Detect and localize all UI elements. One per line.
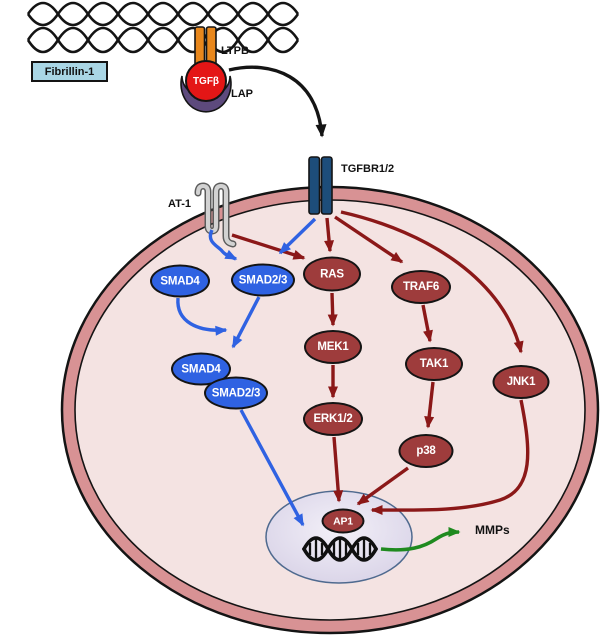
tgfb-label: TGFβ bbox=[192, 75, 220, 87]
arrow-tgfb-to-tgfbr bbox=[228, 65, 327, 138]
node-ras: RAS bbox=[303, 256, 361, 292]
node-traf6: TRAF6 bbox=[391, 270, 451, 304]
ltpb-label: LTPB bbox=[221, 45, 249, 57]
node-jnk1: JNK1 bbox=[492, 365, 550, 399]
arrow-at1-to-smad23 bbox=[208, 229, 238, 261]
fibrillin-label: Fibrillin-1 bbox=[44, 65, 95, 78]
node-mek1: MEK1 bbox=[304, 330, 362, 364]
node-smad23-complex: SMAD2/3 bbox=[204, 376, 268, 410]
node-ap1: AP1 bbox=[321, 508, 365, 534]
arrow-smad23-to-complex bbox=[231, 296, 261, 349]
fibrillin-fibers bbox=[26, 1, 300, 54]
fibrillin-label-box: Fibrillin-1 bbox=[31, 61, 108, 82]
arrow-tgfbr-to-traf6 bbox=[334, 215, 404, 264]
arrow-ras-to-mek1 bbox=[327, 292, 338, 327]
tgfbr-receptor-shape bbox=[308, 156, 333, 215]
lap-label: LAP bbox=[231, 88, 253, 100]
dna-icon bbox=[302, 536, 378, 562]
node-erk12: ERK1/2 bbox=[303, 402, 363, 436]
arrow-smad4-to-complex bbox=[176, 297, 228, 336]
arrow-complex-to-nucleus bbox=[239, 409, 305, 527]
arrow-at1-to-ras bbox=[231, 233, 306, 260]
arrow-tak1-to-p38 bbox=[424, 381, 435, 429]
node-smad4-upper: SMAD4 bbox=[150, 264, 210, 298]
arrow-dna-to-mmps bbox=[380, 527, 461, 552]
tgfb-ligand: TGFβ bbox=[185, 60, 227, 102]
arrow-tgfbr-to-jnk1 bbox=[340, 210, 524, 354]
tgfbr-label: TGFBR1/2 bbox=[341, 163, 395, 175]
arrow-erk12-to-ap1 bbox=[332, 436, 344, 503]
arrow-tgfbr-to-smad23 bbox=[278, 217, 317, 255]
node-tak1: TAK1 bbox=[405, 347, 463, 381]
node-p38: p38 bbox=[398, 434, 454, 468]
node-smad23-upper: SMAD2/3 bbox=[231, 263, 295, 297]
arrow-traf6-to-tak1 bbox=[421, 304, 433, 343]
mmps-label: MMPs bbox=[475, 523, 510, 537]
at1-receptor-shape bbox=[194, 182, 237, 248]
arrow-p38-to-ap1 bbox=[356, 466, 409, 506]
arrow-jnk1-to-ap1 bbox=[370, 399, 530, 516]
arrow-tgfbr-to-ras bbox=[324, 217, 335, 253]
at1-label: AT-1 bbox=[168, 198, 192, 210]
